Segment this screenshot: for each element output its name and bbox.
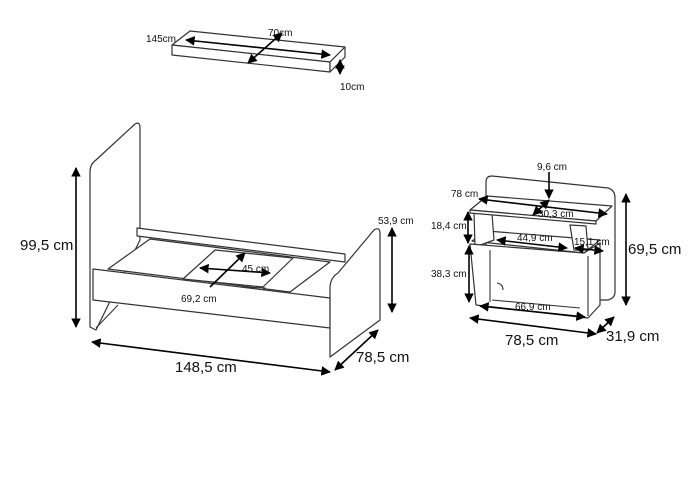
bed-slat-width-label: 45 cm (242, 264, 269, 275)
desk-shelf-gap-label: 18,4 cm (431, 221, 467, 232)
desk-small-shelf-dimension (574, 244, 604, 255)
shelf-drawing: 145cm 70cm 10cm (146, 28, 364, 93)
desk-top-depth-dimension (532, 199, 550, 216)
desk-shelf-width-label: 44,9 cm (517, 233, 553, 244)
bed-footboard-height-label: 53,9 cm (378, 216, 414, 227)
desk-top-depth-label: 30,3 cm (538, 209, 574, 220)
desk-width-label: 78,5 cm (505, 332, 558, 349)
desk-small-shelf-label: 15,1 cm (574, 237, 610, 248)
shelf-width-dimension (247, 32, 283, 64)
shelf-depth-label: 145cm (146, 34, 176, 45)
bed-length-dimension (91, 338, 331, 376)
bed-footboard (329, 228, 381, 358)
bed-depth-label: 78,5 cm (356, 349, 409, 366)
desk-depth-label: 31,9 cm (606, 328, 659, 345)
bed-slat-length-dimension (209, 252, 246, 288)
bed-slat-length-label: 69,2 cm (181, 294, 217, 305)
shelf-thickness-label: 10cm (340, 82, 364, 93)
shelf-width-label: 70cm (268, 28, 292, 39)
bed-height-label: 99,5 cm (20, 237, 73, 254)
desk-lower-height-label: 38,3 cm (431, 269, 467, 280)
desk-inner-width-label: 66,9 cm (515, 302, 551, 313)
bed-lower-edge (95, 304, 119, 329)
desk-inner-edges (489, 250, 589, 316)
desk-top-width-label: 78 cm (451, 189, 478, 200)
desk-height-label: 69,5 cm (628, 241, 681, 258)
bed-length-label: 148,5 cm (175, 359, 237, 376)
desk-depth-dimension (596, 316, 615, 334)
desk-drawing: 9,6 cm 78 cm 30,3 cm 18,4 cm 44,9 cm 15,… (431, 162, 681, 349)
bed-slat-width-dimension (199, 263, 271, 278)
bed-back-rail (136, 227, 346, 263)
desk-backboard-label: 9,6 cm (537, 162, 567, 173)
desk-width-dimension (469, 314, 597, 338)
bed-depth-dimension (334, 329, 379, 371)
bed-drawing: 99,5 cm 53,9 cm 45 cm 69,2 cm 148,5 cm 7… (20, 122, 414, 376)
desk-shelf-width-dimension (496, 236, 568, 252)
